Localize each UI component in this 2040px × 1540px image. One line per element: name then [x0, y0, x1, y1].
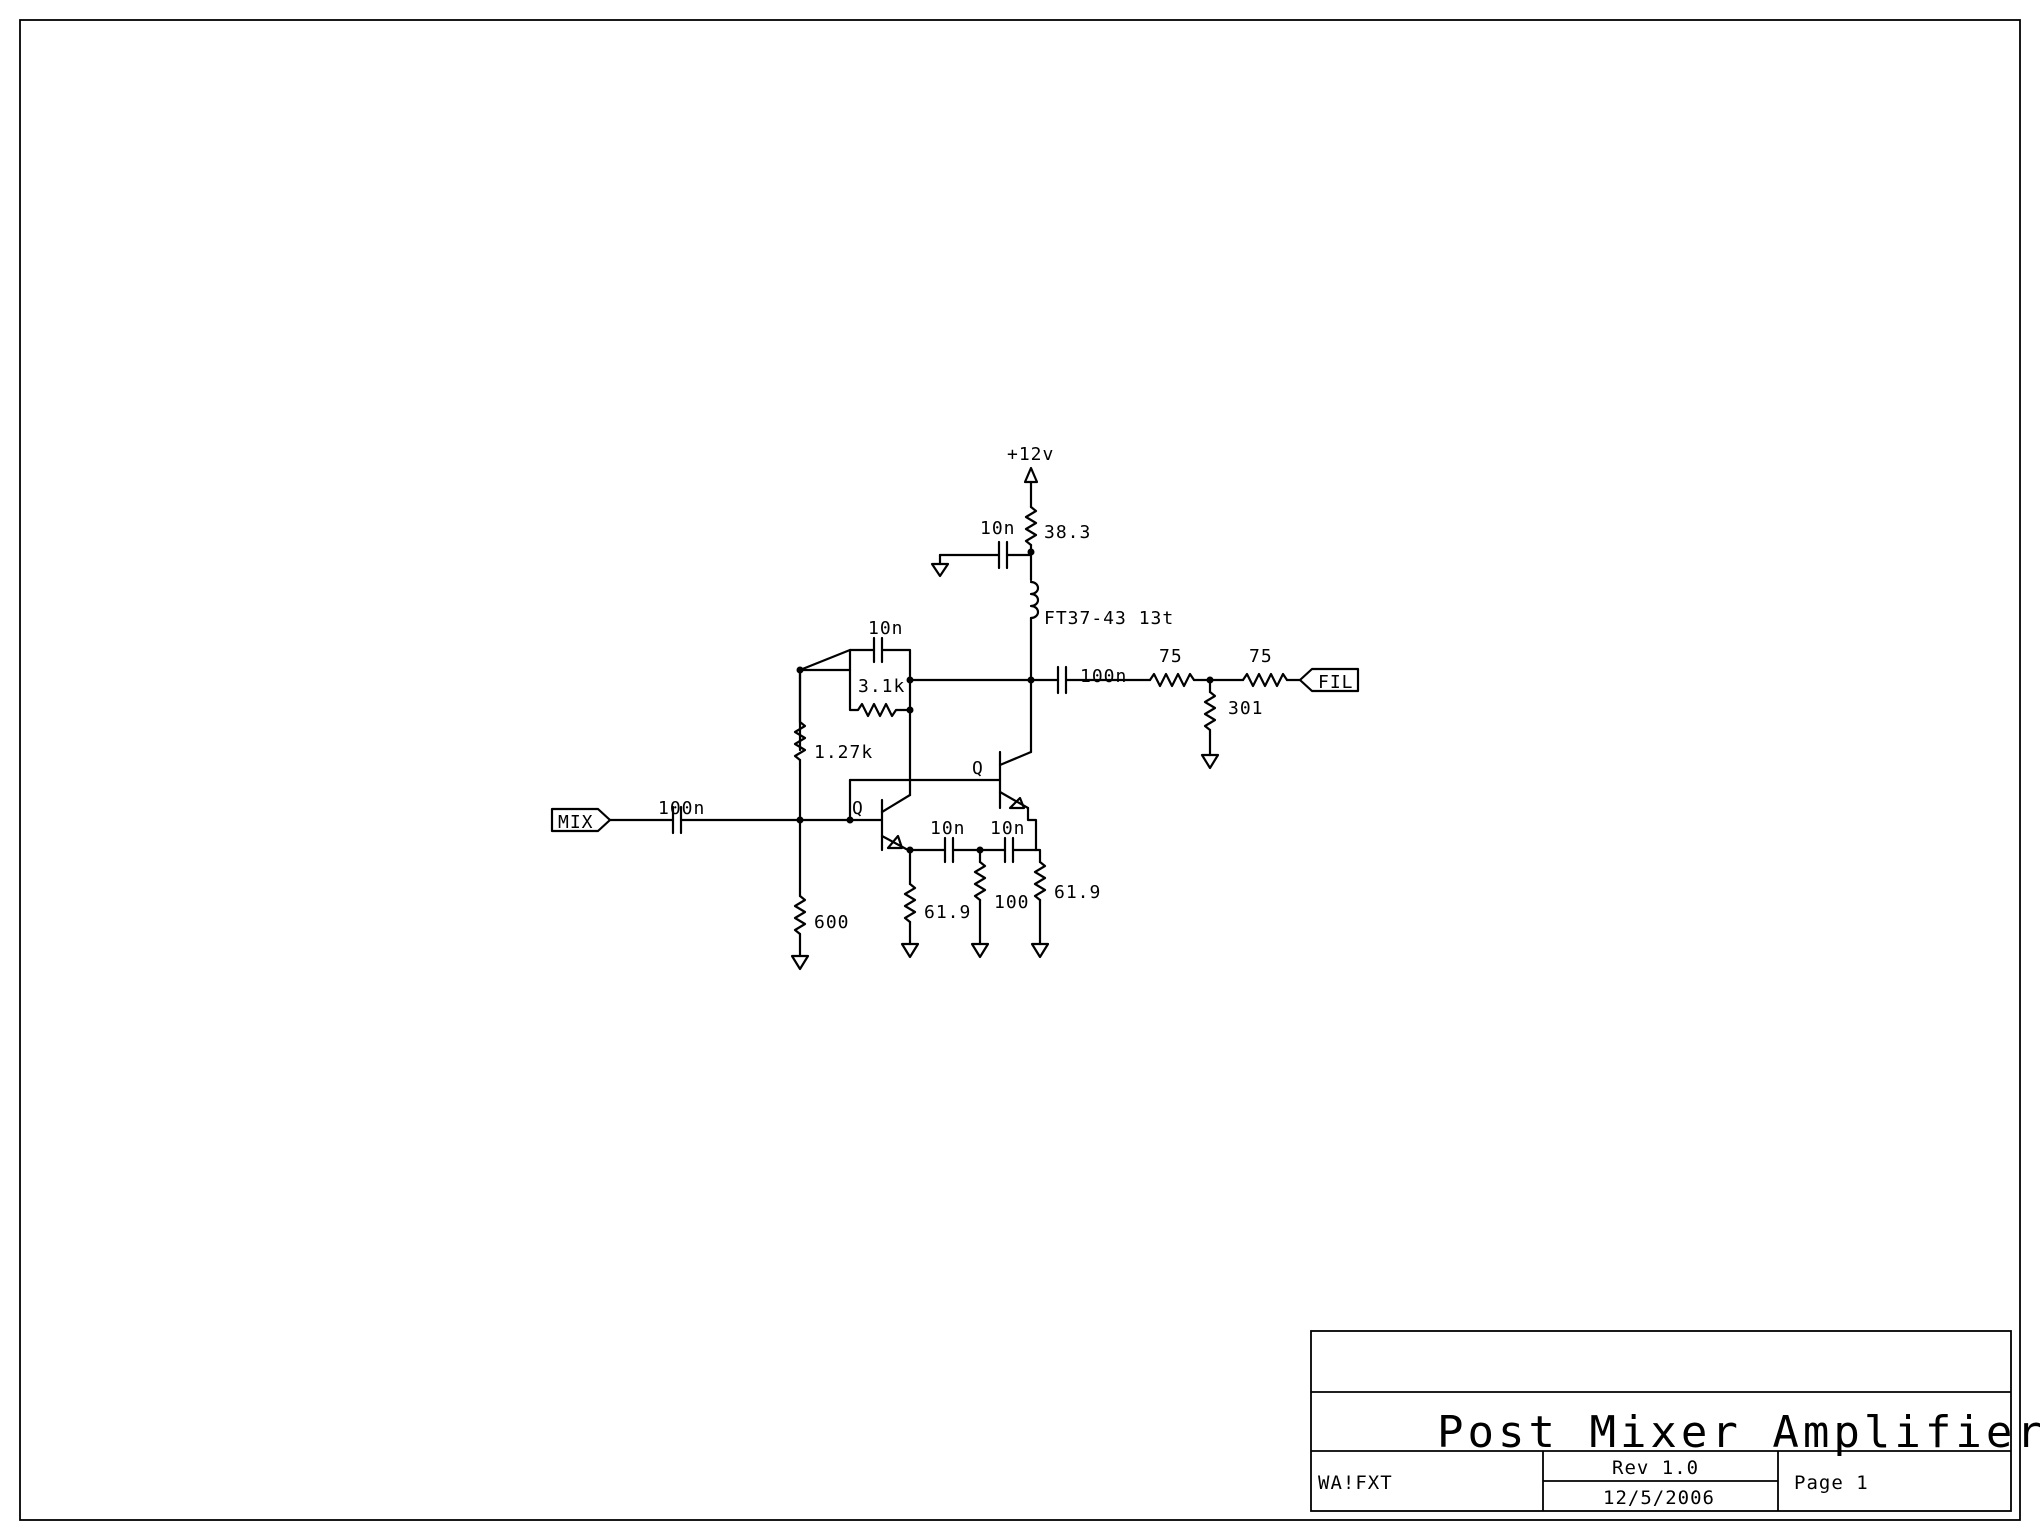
resistor-supply-label: 38.3 [1044, 522, 1091, 543]
title-block-date: 12/5/2006 [1603, 1487, 1715, 1509]
input-port-label: MIX [558, 812, 594, 833]
capacitor-input-label: 100n [658, 798, 705, 819]
resistor-emitter-mid: 100 [970, 848, 1030, 959]
input-port-mix: MIX [550, 807, 612, 833]
resistor-supply: 38.3 [1024, 505, 1091, 582]
resistor-bias-top: 1.27k [793, 668, 873, 822]
resistor-bias-bottom: 600 [790, 818, 850, 971]
resistor-bias-top-label: 1.27k [814, 742, 873, 763]
transistor-q1: Q [848, 778, 912, 852]
title-block: Post Mixer Amplifier WA!FXT Rev 1.0 12/5… [1310, 1330, 2040, 1512]
capacitor-emitter-b-label: 10n [990, 818, 1026, 839]
sheet-border [19, 19, 2021, 1521]
resistor-emitter-1: 61.9 [900, 848, 971, 959]
resistor-out-series: 75 [1148, 646, 1245, 688]
title-block-page: Page 1 [1794, 1472, 1869, 1494]
capacitor-emitter-a-label: 10n [930, 818, 966, 839]
resistor-out-series-label: 75 [1159, 646, 1183, 667]
capacitor-feedback: 10n [798, 618, 912, 682]
resistor-emitter-mid-label: 100 [994, 892, 1030, 913]
title-block-title: Post Mixer Amplifier [1437, 1407, 2040, 1458]
resistor-feedback: 3.1k [848, 668, 912, 718]
resistor-feedback-label: 3.1k [858, 676, 905, 697]
resistor-pad-series-label: 75 [1249, 646, 1273, 667]
resistor-emitter-1-label: 61.9 [924, 902, 971, 923]
capacitor-feedback-label: 10n [868, 618, 904, 639]
transistor-q2-label: Q [972, 758, 984, 779]
inductor-label: FT37-43 13t [1044, 608, 1174, 629]
capacitor-emitter-b: 10n [990, 818, 1038, 864]
resistor-emitter-2-label: 61.9 [1054, 882, 1101, 903]
output-port-fil: FIL [1298, 667, 1360, 693]
resistor-out-shunt: 301 [1200, 678, 1264, 770]
resistor-emitter-2: 61.9 [1030, 848, 1101, 959]
resistor-pad-series: 75 [1241, 646, 1302, 688]
title-block-author: WA!FXT [1318, 1472, 1393, 1494]
capacitor-output-label: 100n [1080, 666, 1127, 687]
output-port-label: FIL [1318, 672, 1354, 693]
capacitor-decouple: 10n [930, 518, 1033, 578]
transistor-q1-label: Q [852, 798, 864, 819]
inductor: FT37-43 13t [1029, 580, 1174, 682]
supply-label: +12v [1007, 444, 1054, 465]
capacitor-output: 100n [1029, 665, 1152, 695]
resistor-bias-bottom-label: 600 [814, 912, 850, 933]
supply-terminal: +12v [1007, 444, 1054, 509]
title-block-revision: Rev 1.0 [1612, 1457, 1699, 1479]
transistor-q2: Q [908, 750, 1033, 810]
capacitor-decouple-label: 10n [980, 518, 1016, 539]
capacitor-input: 100n [608, 798, 802, 835]
resistor-out-shunt-label: 301 [1228, 698, 1264, 719]
